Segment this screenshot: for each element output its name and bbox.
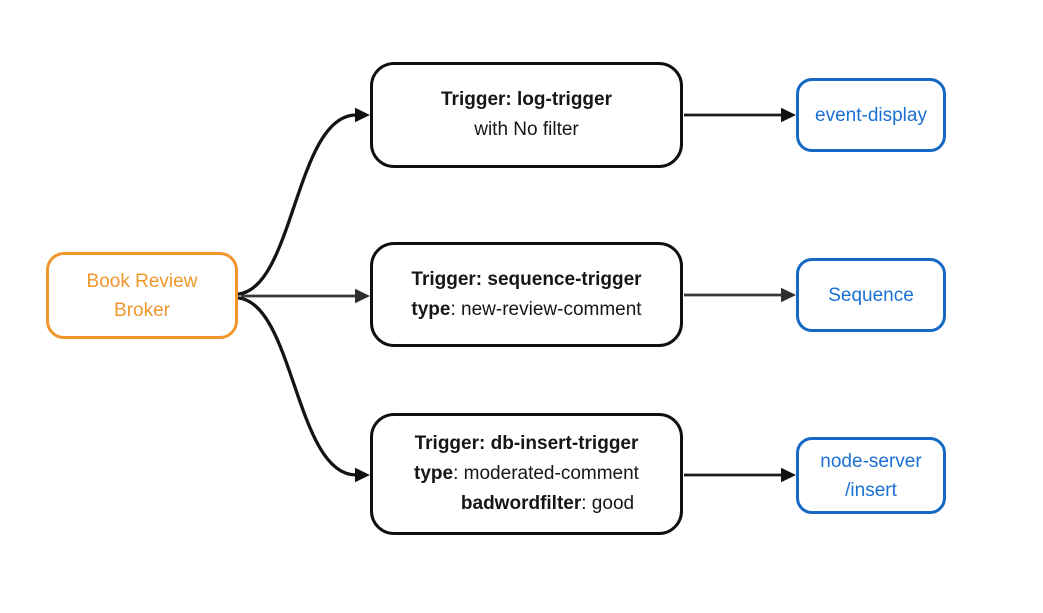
trigger-filter-key: type — [411, 298, 451, 320]
trigger-node-db-insert-trigger: Trigger: db-insert-trigger type: moderat… — [370, 413, 683, 535]
sink-label-line: event-display — [815, 104, 927, 126]
arrowhead-log-trigger-icon — [355, 107, 370, 123]
arrowhead-node-server-icon — [781, 467, 796, 483]
sink-node-sequence: Sequence — [796, 258, 946, 332]
sink-label-line: Sequence — [828, 284, 914, 306]
arrowhead-sequence-trigger-icon — [355, 288, 370, 304]
trigger-filter-text: with No filter — [474, 119, 579, 140]
broker-label-line: Book Review — [86, 270, 198, 292]
sink-node-node-server-insert: node-server /insert — [796, 437, 946, 514]
trigger-node-sequence-trigger: Trigger: sequence-trigger type: new-revi… — [370, 242, 683, 347]
sink-label-line: node-server — [820, 450, 922, 472]
trigger-filter-line: type: new-review-comment — [411, 295, 641, 325]
broker-label-line: Broker — [114, 299, 170, 321]
trigger-filter-key: type — [414, 463, 454, 484]
broker-node: Book Review Broker — [46, 252, 238, 339]
trigger-title-text: Trigger: sequence-trigger — [411, 268, 642, 290]
edge-broker-to-db-insert-trigger — [237, 296, 358, 477]
arrowhead-sequence-icon — [781, 287, 796, 303]
edge-broker-to-log-trigger — [237, 113, 358, 296]
trigger-title-line: Trigger: db-insert-trigger — [415, 429, 639, 459]
sink-node-event-display: event-display — [796, 78, 946, 152]
trigger-filter-key: badwordfilter — [460, 493, 582, 514]
trigger-filter-text: : good — [581, 493, 635, 514]
trigger-filter-line: type: moderated-comment — [414, 459, 639, 489]
trigger-title-line: Trigger: sequence-trigger — [411, 265, 641, 295]
trigger-filter-text: : new-review-comment — [450, 298, 642, 320]
sink-label-line: /insert — [845, 479, 897, 501]
trigger-node-log-trigger: Trigger: log-trigger with No filter — [370, 62, 683, 168]
arrowhead-db-insert-trigger-icon — [355, 467, 370, 483]
trigger-filter-line: with No filter — [474, 115, 579, 145]
trigger-title-text: Trigger: log-trigger — [441, 89, 612, 110]
arrowhead-event-display-icon — [781, 107, 796, 123]
trigger-title-line: Trigger: log-trigger — [441, 85, 612, 115]
trigger-filter-line: badwordfilter: good — [461, 489, 634, 519]
trigger-filter-text: : moderated-comment — [453, 463, 639, 484]
trigger-title-text: Trigger: db-insert-trigger — [414, 433, 639, 454]
